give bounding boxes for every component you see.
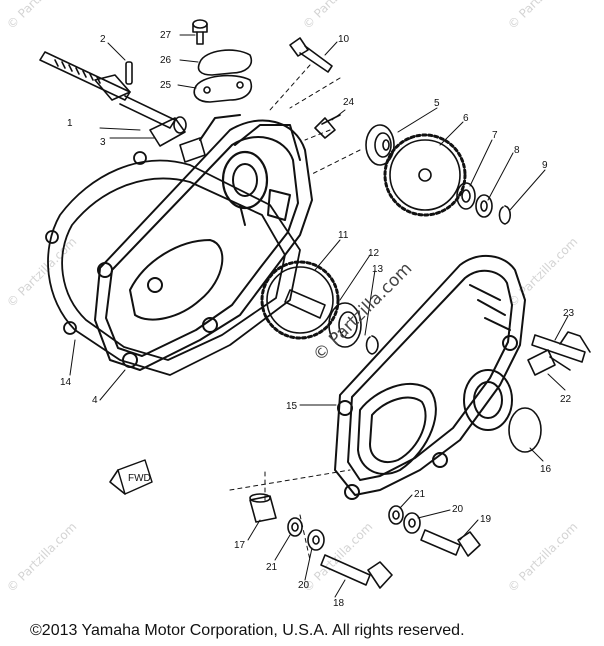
callout-7: 7 xyxy=(492,130,498,141)
washer-20a xyxy=(307,529,325,551)
washer-7 xyxy=(456,182,476,210)
callout-20-bottom: 20 xyxy=(298,580,310,591)
callout-14: 14 xyxy=(60,377,72,388)
plate-26 xyxy=(197,49,252,76)
callout-5: 5 xyxy=(434,98,440,109)
callout-11: 11 xyxy=(338,230,349,241)
gear-11 xyxy=(260,260,340,340)
bolt-19 xyxy=(420,529,481,557)
callout-13: 13 xyxy=(372,264,384,275)
bolt-23 xyxy=(531,331,591,363)
washer-20b xyxy=(403,512,421,534)
callout-3: 3 xyxy=(100,137,106,148)
washer-8 xyxy=(475,194,493,218)
dowel-17 xyxy=(249,493,277,523)
gear-6 xyxy=(383,133,467,217)
leader-lines xyxy=(69,34,569,598)
callout-23: 23 xyxy=(563,308,575,319)
washer-21a xyxy=(287,517,303,537)
callout-19: 19 xyxy=(480,514,492,525)
pin-2 xyxy=(125,61,133,85)
bearing-5 xyxy=(365,124,395,166)
bolt-10 xyxy=(289,37,333,73)
gasket-25 xyxy=(193,74,252,103)
clip-9 xyxy=(498,205,512,225)
shaft-1 xyxy=(39,51,176,129)
callout-9: 9 xyxy=(542,160,548,171)
callout-17: 17 xyxy=(234,540,246,551)
callout-16: 16 xyxy=(540,464,552,475)
left-cover-4 xyxy=(94,114,313,371)
washer-21b xyxy=(388,505,404,525)
bolt-22 xyxy=(527,349,571,376)
bearing-12 xyxy=(328,302,362,348)
callout-27: 27 xyxy=(160,30,172,41)
callout-15: 15 xyxy=(286,401,298,412)
assembly-lines xyxy=(229,64,421,561)
callout-26: 26 xyxy=(160,55,172,66)
oil-seal-16 xyxy=(508,407,542,453)
copyright-notice: ©2013 Yamaha Motor Corporation, U.S.A. A… xyxy=(30,622,465,639)
callout-25: 25 xyxy=(160,80,172,91)
gasket-14 xyxy=(45,151,301,376)
bushing-3 xyxy=(149,116,206,163)
callout-8: 8 xyxy=(514,145,520,156)
callout-18: 18 xyxy=(333,598,345,609)
right-cover-15 xyxy=(334,254,526,500)
fwd-tag: FWD xyxy=(128,473,151,484)
center-watermark: © Partzilla.com xyxy=(309,259,416,366)
bolt-27 xyxy=(192,19,208,45)
callout-20-right: 20 xyxy=(452,504,464,515)
callout-1: 1 xyxy=(67,118,73,129)
callout-21-right: 21 xyxy=(414,489,426,500)
fwd-arrow-icon: FWD xyxy=(109,459,153,495)
callout-6: 6 xyxy=(463,113,469,124)
callout-12: 12 xyxy=(368,248,380,259)
callout-10: 10 xyxy=(338,34,350,45)
callout-4: 4 xyxy=(92,395,98,406)
callout-22: 22 xyxy=(560,394,572,405)
callout-2: 2 xyxy=(100,34,106,45)
callout-24: 24 xyxy=(343,97,355,108)
clip-13 xyxy=(365,335,379,355)
callout-21-bottom: 21 xyxy=(266,562,278,573)
bolt-18 xyxy=(320,554,393,589)
